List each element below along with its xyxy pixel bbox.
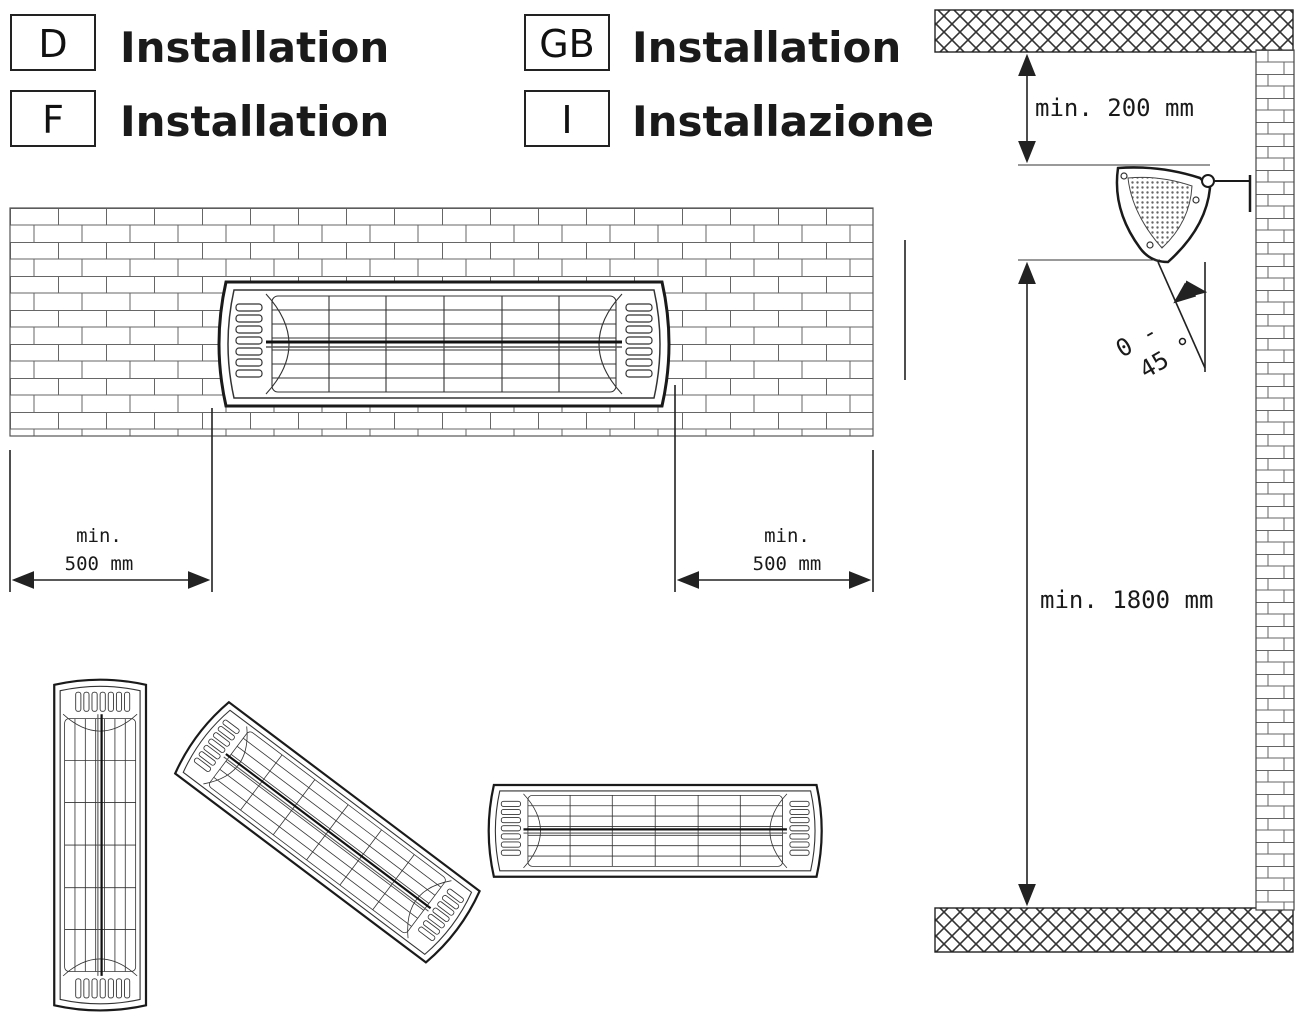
right-clearance-dimension: min. 500 mm bbox=[674, 385, 874, 592]
brick-wall-side bbox=[1255, 49, 1295, 911]
ceiling-clearance-dimension: min. 200 mm bbox=[1018, 53, 1210, 166]
tilt-angle-indicator: 0 - 45 ° bbox=[1111, 261, 1208, 384]
heading-gb: GB Installation bbox=[524, 14, 901, 72]
front-view: min. 500 mm min. 500 mm bbox=[9, 207, 906, 592]
heading-title: Installazione bbox=[632, 97, 934, 146]
heading-title: Installation bbox=[632, 23, 901, 72]
heater-vertical-icon bbox=[53, 678, 148, 1012]
heading-title: Installation bbox=[120, 97, 389, 146]
lang-code-box bbox=[10, 14, 96, 71]
heater-horizontal-icon bbox=[487, 783, 823, 878]
heater-diagonal-icon bbox=[170, 698, 485, 967]
side-view: min. 200 mm 0 - 45 ° min. bbox=[934, 9, 1295, 953]
heading-f: F Installation bbox=[10, 90, 389, 147]
lang-code-box bbox=[524, 90, 610, 147]
floor-height-label: min. 1800 mm bbox=[1040, 586, 1213, 614]
lang-code: F bbox=[42, 98, 64, 142]
ceiling-hatch bbox=[934, 9, 1294, 53]
lang-code-box bbox=[10, 90, 96, 147]
heading-i: I Installazione bbox=[524, 90, 934, 147]
mounting-orientations bbox=[53, 678, 823, 1012]
floor-hatch bbox=[934, 907, 1294, 953]
heater-side-icon bbox=[1115, 166, 1252, 264]
lang-code: D bbox=[38, 22, 67, 66]
lang-code-box bbox=[524, 14, 610, 71]
heater-front-icon bbox=[217, 280, 671, 408]
ceiling-clearance-label: min. 200 mm bbox=[1035, 94, 1194, 122]
floor-height-dimension: min. 1800 mm bbox=[1018, 259, 1213, 907]
lang-code: GB bbox=[539, 22, 595, 66]
heading-title: Installation bbox=[120, 23, 389, 72]
left-clearance-label-2: 500 mm bbox=[65, 553, 134, 575]
right-clearance-label-2: 500 mm bbox=[753, 553, 822, 575]
heading-d: D Installation bbox=[10, 14, 389, 72]
lang-code: I bbox=[561, 98, 572, 142]
left-clearance-dimension: min. 500 mm bbox=[9, 408, 213, 592]
left-clearance-label-1: min. bbox=[76, 525, 122, 547]
right-clearance-label-1: min. bbox=[764, 525, 810, 547]
